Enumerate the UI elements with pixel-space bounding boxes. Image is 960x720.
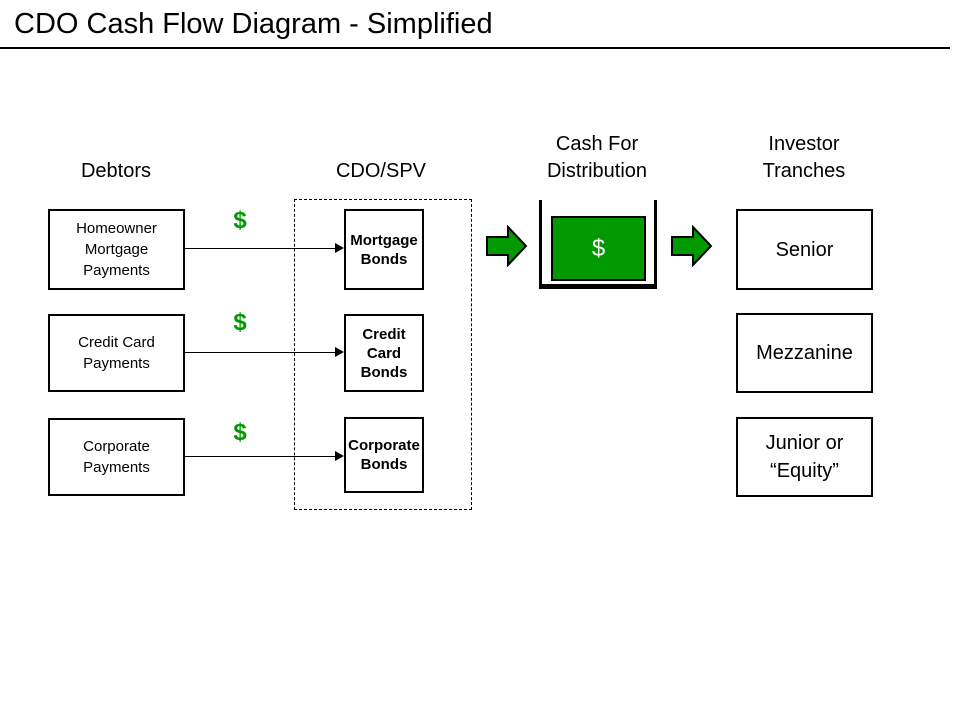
connector-line-mortgage bbox=[185, 248, 337, 249]
cash-flow-dollar-1: $ bbox=[233, 207, 247, 234]
bond-box-label: Corporate Bonds bbox=[348, 437, 420, 473]
bond-box-label: Mortgage Bonds bbox=[350, 231, 418, 268]
connector-line-credit-card bbox=[185, 352, 337, 353]
debtor-box-credit-card: Credit Card Payments bbox=[48, 314, 185, 392]
cash-container-bracket bbox=[539, 200, 657, 289]
column-header-investor-line2: Tranches bbox=[762, 160, 846, 182]
arrowhead-icon bbox=[335, 243, 344, 253]
title-underline bbox=[0, 47, 950, 49]
cash-flow-dollar-2: $ bbox=[233, 309, 247, 336]
column-header-cdo-spv: CDO/SPV bbox=[335, 160, 427, 182]
slide-title: CDO Cash Flow Diagram - Simplified bbox=[14, 8, 493, 40]
connector-line-corporate bbox=[185, 456, 337, 457]
debtor-box-corporate: Corporate Payments bbox=[48, 418, 185, 496]
column-header-cash-for-distribution: Cash For Distribution bbox=[512, 131, 682, 185]
bond-box-credit-card: Credit Card Bonds bbox=[344, 314, 424, 392]
column-header-cash-line1: Cash For bbox=[555, 133, 639, 155]
bond-box-corporate: Corporate Bonds bbox=[344, 417, 424, 493]
arrowhead-icon bbox=[335, 347, 344, 357]
tranche-box-label: Mezzanine bbox=[756, 342, 853, 364]
column-header-cash-line2: Distribution bbox=[546, 160, 648, 182]
column-header-investor-line1: Investor bbox=[768, 133, 840, 155]
cash-distribution-box: $ bbox=[551, 216, 646, 281]
cdo-spv-boundary bbox=[294, 199, 472, 510]
tranche-box-mezzanine: Mezzanine bbox=[736, 313, 873, 393]
flow-arrow-right-icon bbox=[486, 225, 528, 267]
arrowhead-icon bbox=[335, 451, 344, 461]
debtor-box-label: Corporate Payments bbox=[83, 438, 150, 476]
tranche-box-senior: Senior bbox=[736, 209, 873, 290]
cash-flow-dollar-3: $ bbox=[233, 419, 247, 446]
bond-box-mortgage: Mortgage Bonds bbox=[344, 209, 424, 290]
cash-box-dollar: $ bbox=[591, 234, 606, 262]
bond-box-label: Credit Card Bonds bbox=[360, 325, 408, 381]
debtor-box-label: Credit Card Payments bbox=[78, 334, 155, 372]
tranche-box-junior-equity: Junior or “Equity” bbox=[736, 417, 873, 497]
flow-arrow-right-icon bbox=[671, 225, 713, 267]
tranche-box-label: Junior or “Equity” bbox=[765, 432, 844, 482]
column-header-debtors: Debtors bbox=[80, 160, 152, 182]
column-header-investor-tranches: Investor Tranches bbox=[719, 131, 889, 185]
debtor-box-homeowner-mortgage: Homeowner Mortgage Payments bbox=[48, 209, 185, 290]
debtor-box-label: Homeowner Mortgage Payments bbox=[76, 220, 157, 279]
tranche-box-label: Senior bbox=[775, 238, 834, 261]
